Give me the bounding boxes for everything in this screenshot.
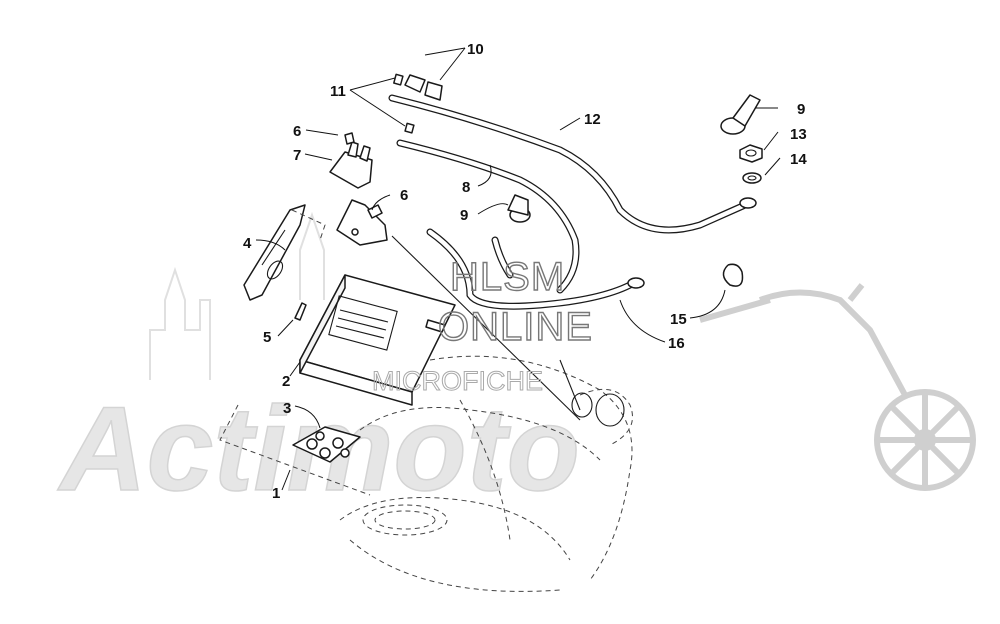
negative-cable [426, 228, 645, 310]
watermark-line-3: MICROFICHE [372, 366, 543, 396]
callout-6-lower: 6 [400, 187, 408, 204]
terminal-screws [393, 73, 415, 134]
callout-11: 11 [330, 83, 346, 100]
hlsm-watermark: HLSM ONLINE MICROFICHE [372, 254, 593, 396]
city-skyline-watermark-icon [149, 211, 325, 380]
bolt [294, 302, 307, 321]
callout-13: 13 [790, 126, 807, 143]
callout-5: 5 [263, 329, 271, 346]
battery-bracket [243, 204, 326, 301]
callout-4: 4 [243, 235, 252, 252]
callout-2: 2 [282, 373, 290, 390]
callout-8: 8 [462, 179, 470, 196]
terminal-bracket [336, 199, 388, 246]
callout-15: 15 [670, 311, 687, 328]
watermark-line-2: ONLINE [438, 305, 593, 349]
leader-lines [255, 47, 781, 491]
callout-3: 3 [283, 400, 291, 417]
callout-labels: 1 2 3 4 5 6 6 7 8 9 9 10 11 12 13 14 15 … [243, 41, 807, 502]
callout-16: 16 [668, 335, 685, 352]
callout-1: 1 [272, 485, 280, 502]
callout-6-upper: 6 [293, 123, 301, 140]
lock-washer [742, 172, 762, 184]
callout-12: 12 [584, 111, 601, 128]
battery [299, 274, 456, 406]
terminal-boots [404, 74, 761, 223]
cable-clip [722, 263, 744, 287]
terminal-leads [391, 235, 581, 421]
callout-9-lower: 9 [460, 207, 468, 224]
callout-10: 10 [467, 41, 484, 58]
callout-9-upper: 9 [797, 101, 805, 118]
positive-cable [388, 94, 757, 234]
motorcycle-watermark-icon [699, 283, 976, 491]
terminal-nut [739, 144, 763, 163]
watermark-line-1: HLSM [450, 255, 565, 299]
callout-7: 7 [293, 147, 301, 164]
starter-relay [329, 132, 373, 189]
frame-outline [339, 355, 633, 592]
fastener-kit [292, 426, 361, 463]
callout-14: 14 [790, 151, 807, 168]
starter-cable [396, 139, 580, 294]
battery-tray-area [219, 404, 371, 496]
battery-label-icon [328, 295, 398, 351]
